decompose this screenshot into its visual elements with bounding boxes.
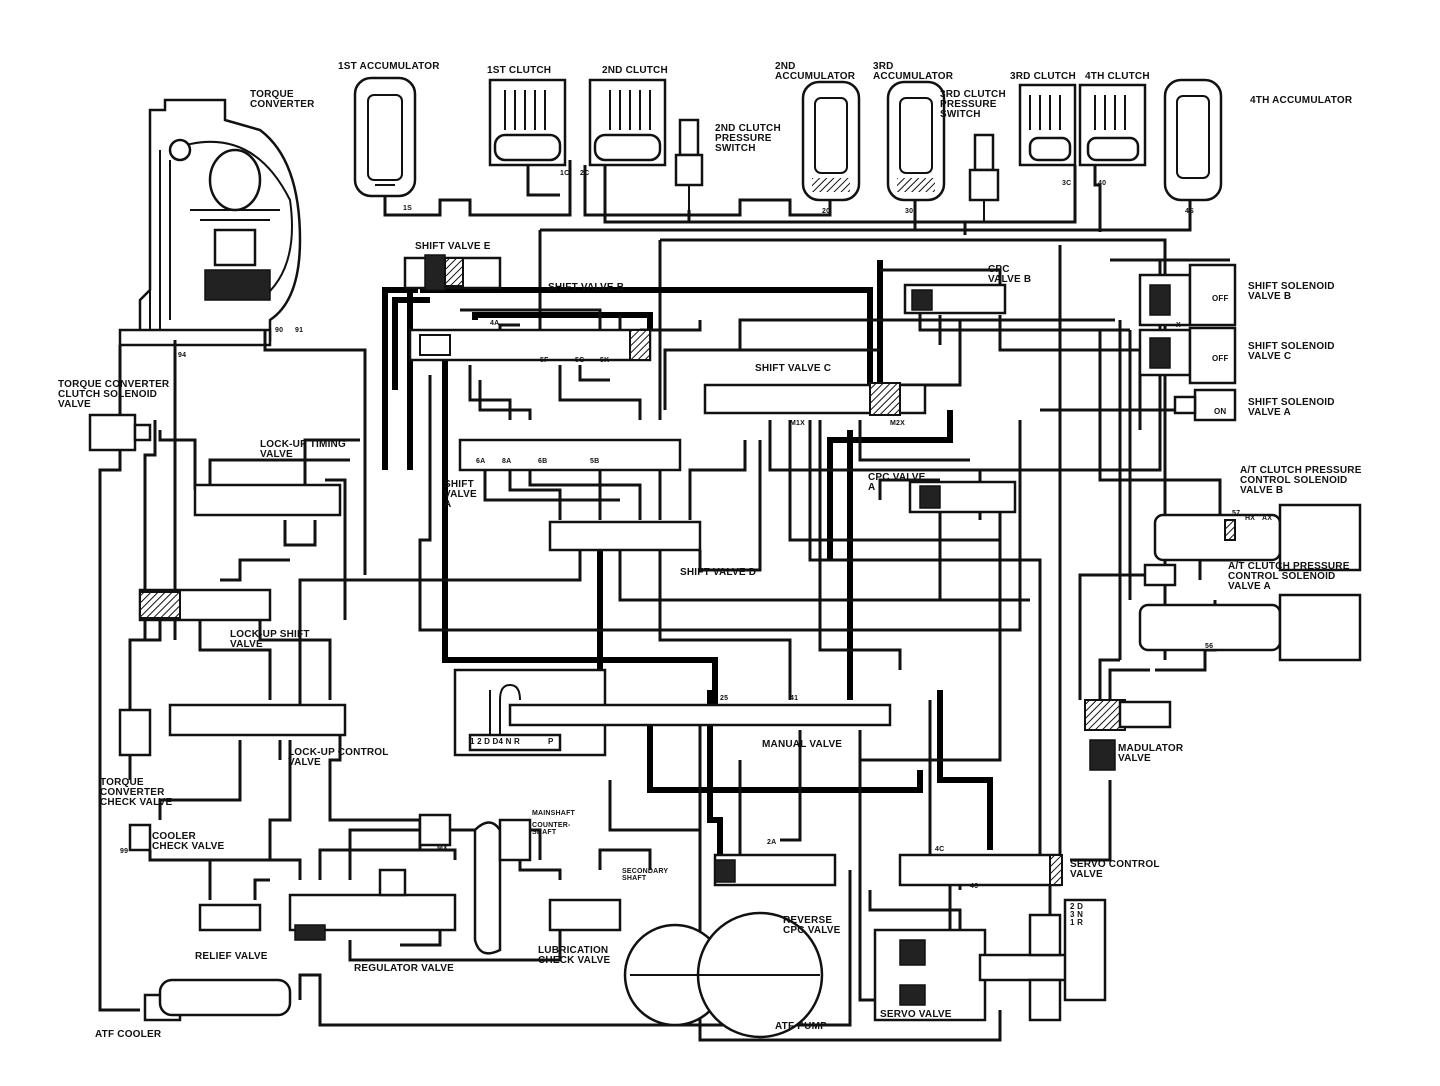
shift-valve-c-body bbox=[703, 382, 927, 416]
atf-cooler-body bbox=[143, 978, 292, 1022]
cpc-valve-a-body bbox=[908, 480, 1017, 514]
relief-valve-body bbox=[198, 903, 262, 932]
lube-check-body bbox=[548, 898, 622, 932]
atf-pump-body bbox=[623, 911, 824, 1039]
shift-valve-d-body bbox=[548, 520, 702, 552]
pressure-switch-3 bbox=[968, 133, 1000, 222]
hydraulic-lines bbox=[98, 160, 1242, 1042]
tc-check-body bbox=[118, 708, 152, 757]
reverse-cpc-body bbox=[713, 853, 837, 887]
servo-valve-body bbox=[873, 913, 1082, 1022]
clutch-4 bbox=[1078, 83, 1147, 167]
lockup-shift-body bbox=[138, 588, 272, 622]
accumulator-4 bbox=[1163, 78, 1223, 202]
tcc-solenoid bbox=[88, 413, 152, 452]
at-solenoid-b bbox=[1153, 503, 1362, 572]
lockup-control-body bbox=[168, 703, 347, 737]
shift-valve-a-body bbox=[458, 438, 682, 472]
accumulator-2 bbox=[801, 80, 861, 202]
cpc-valve-b-body bbox=[903, 283, 1007, 315]
pressure-switch-2 bbox=[674, 118, 704, 210]
at-solenoid-a bbox=[1138, 563, 1362, 662]
solenoid-b bbox=[1138, 263, 1237, 327]
lockup-timing-body bbox=[193, 483, 342, 517]
clutch-2 bbox=[588, 78, 667, 167]
manual-valve-body bbox=[453, 668, 892, 757]
regulator-valve-body bbox=[288, 868, 457, 941]
gear-indicator bbox=[1063, 898, 1107, 1002]
mainshaft-body bbox=[418, 813, 532, 955]
modulator-body bbox=[1084, 699, 1172, 771]
solenoid-a bbox=[1173, 388, 1237, 422]
torque-converter bbox=[118, 98, 302, 347]
clutch-1 bbox=[488, 78, 567, 167]
accumulator-1 bbox=[353, 76, 417, 198]
cooler-check-body bbox=[128, 823, 152, 852]
accumulator-3 bbox=[886, 80, 946, 202]
clutch-3 bbox=[1018, 83, 1077, 167]
shift-valve-b-body bbox=[408, 328, 652, 362]
servo-control-body bbox=[898, 853, 1063, 887]
solenoid-c bbox=[1138, 326, 1237, 385]
shift-valve-e-body bbox=[403, 254, 502, 291]
